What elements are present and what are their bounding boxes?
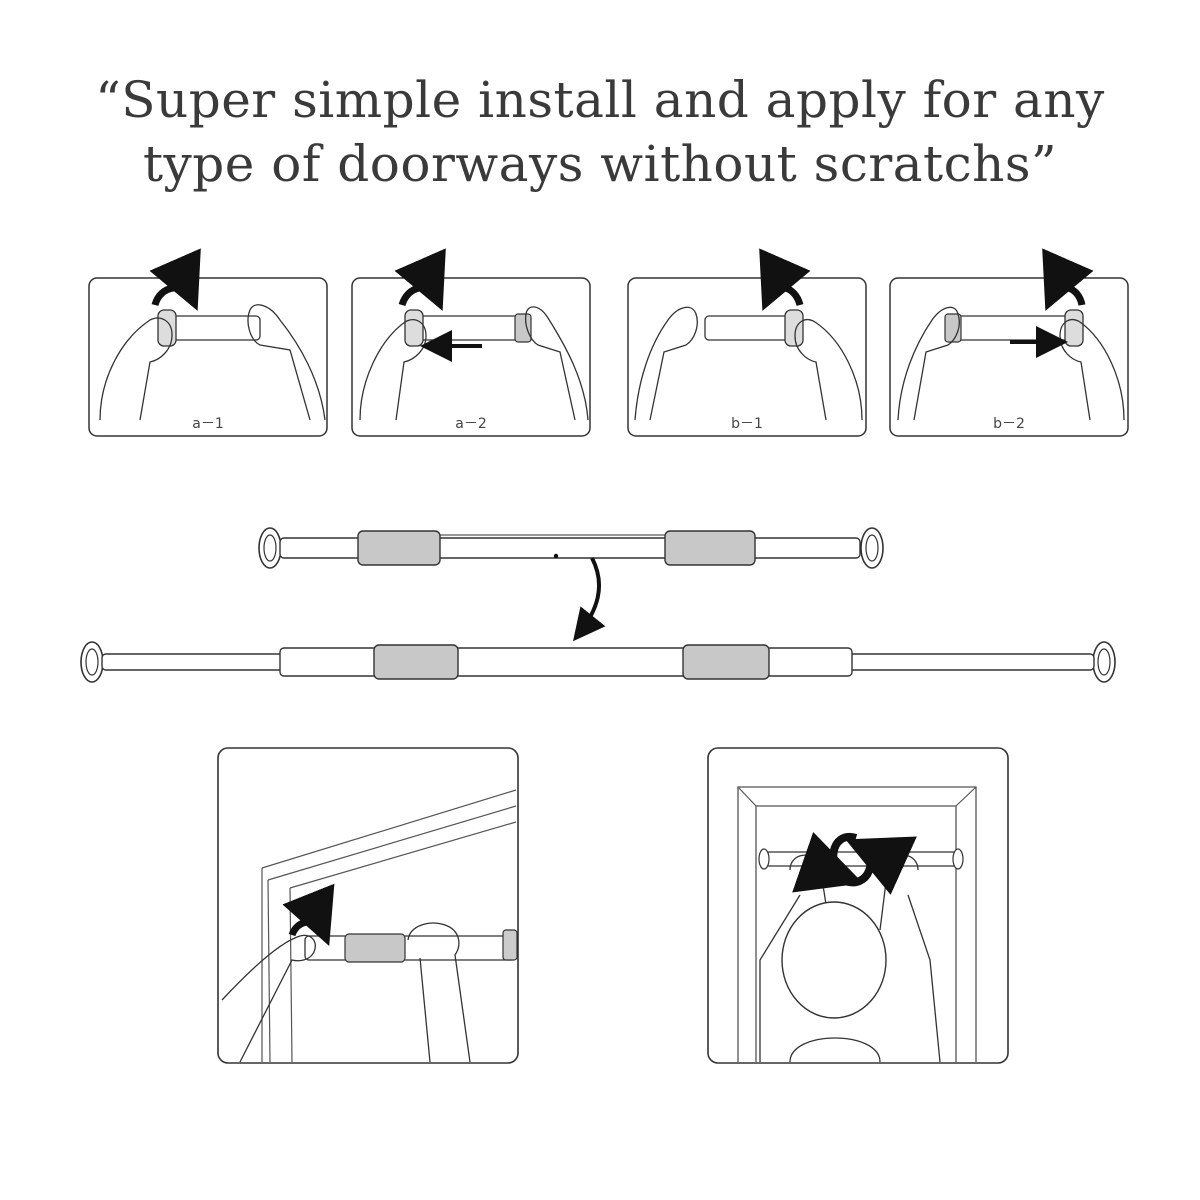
- bar-retracted: [258, 527, 884, 569]
- extend-arrow: [573, 557, 606, 642]
- step-panel-a1: a－1: [88, 248, 328, 437]
- headline-line-1: “Super simple install and apply for any: [95, 71, 1105, 129]
- headline: “Super simple install and apply for any …: [0, 68, 1200, 196]
- step-panel-a2: a－2: [351, 248, 591, 437]
- step-label-a2: a－2: [455, 416, 487, 432]
- step-label-b1: b－1: [731, 416, 763, 432]
- bar-extended: [80, 641, 1116, 683]
- pullup-usage-panel: [707, 747, 1009, 1064]
- step-panel-b2: b－2: [889, 248, 1129, 437]
- step-label-a1: a－1: [192, 416, 224, 432]
- door-install-panel: [217, 747, 519, 1064]
- step-panel-b1: b－1: [627, 248, 867, 437]
- headline-line-2: type of doorways without scratchs”: [142, 135, 1058, 193]
- step-label-b2: b－2: [993, 416, 1025, 432]
